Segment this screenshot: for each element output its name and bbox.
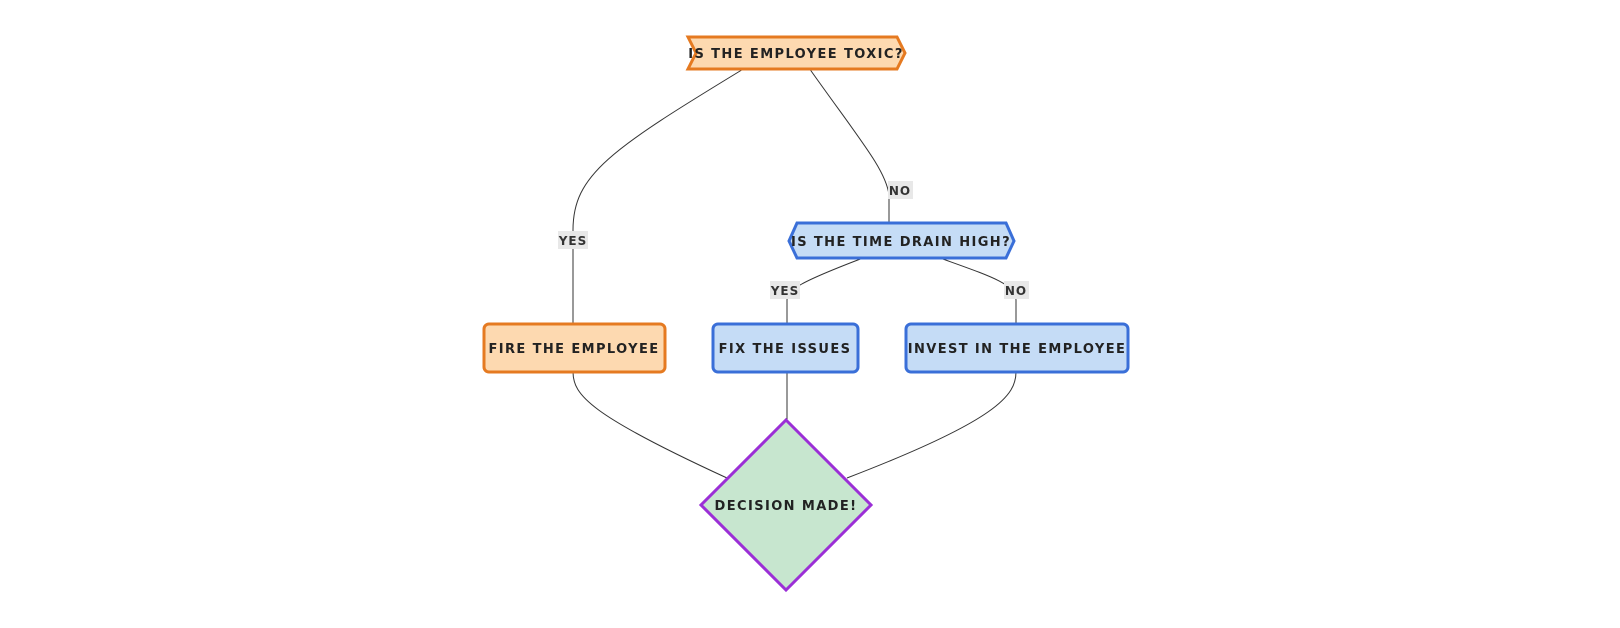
- node-label: IS THE TIME DRAIN HIGH?: [791, 235, 1011, 250]
- node-label: IS THE EMPLOYEE TOXIC?: [688, 47, 904, 62]
- node-action-fix[interactable]: FIX THE ISSUES: [711, 322, 860, 374]
- edge-label-yes-time-drain: YES: [770, 281, 800, 299]
- node-question-toxic[interactable]: IS THE EMPLOYEE TOXIC?: [685, 35, 907, 71]
- node-label: FIRE THE EMPLOYEE: [488, 342, 659, 357]
- edge-invest-to-decision: [846, 371, 1017, 479]
- hexagon-shape: [787, 221, 1016, 260]
- edge-toxic-to-fire: [572, 67, 746, 323]
- rounded-rect-shape: [711, 322, 860, 374]
- edge-toxic-to-time-drain: [808, 67, 890, 222]
- edges: [572, 67, 1017, 479]
- edge-label-text: NO: [889, 184, 911, 198]
- rounded-rect-shape: [482, 322, 667, 374]
- node-end-decision[interactable]: DECISION MADE!: [698, 417, 874, 593]
- node-label: FIX THE ISSUES: [719, 342, 852, 357]
- edge-label-no-time-drain: NO: [1004, 281, 1029, 299]
- edge-label-text: NO: [1005, 284, 1027, 298]
- edge-time-drain-to-invest: [939, 257, 1017, 323]
- edge-label-yes-toxic: YES: [558, 231, 588, 249]
- hexagon-shape: [685, 35, 907, 71]
- node-question-time-drain[interactable]: IS THE TIME DRAIN HIGH?: [787, 221, 1016, 260]
- node-action-invest[interactable]: INVEST IN THE EMPLOYEE: [904, 322, 1130, 374]
- edge-label-text: YES: [770, 284, 800, 298]
- edge-label-text: YES: [558, 234, 588, 248]
- node-label: INVEST IN THE EMPLOYEE: [908, 342, 1127, 357]
- node-label: DECISION MADE!: [715, 499, 858, 514]
- edge-label-no-toxic: NO: [888, 181, 913, 199]
- diamond-shape: [698, 417, 874, 593]
- rounded-rect-shape: [904, 322, 1130, 374]
- edge-fire-to-decision: [572, 371, 728, 479]
- node-action-fire[interactable]: FIRE THE EMPLOYEE: [482, 322, 667, 374]
